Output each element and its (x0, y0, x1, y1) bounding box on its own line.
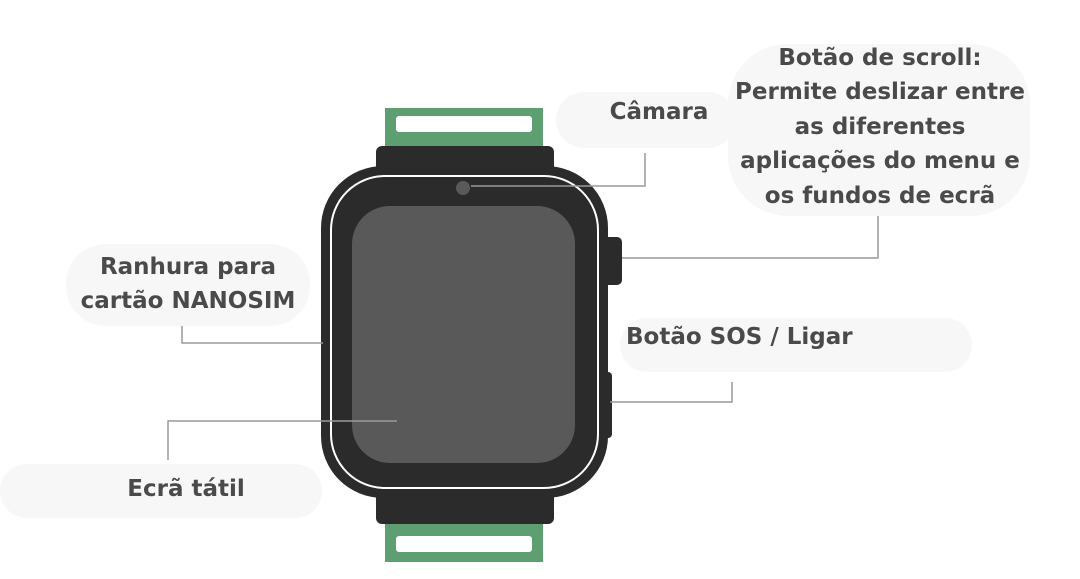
touch-screen (352, 206, 575, 463)
sim-slot-label-2: cartão NANOSIM (80, 288, 296, 314)
sim-slot-label-1: Ranhura para (99, 254, 277, 280)
camera-label: Câmara (609, 99, 709, 125)
scroll-label-bg (728, 44, 1030, 216)
scroll-button-desc-3: aplicações do menu e (740, 148, 1020, 174)
sim-label-bg (66, 244, 310, 326)
case-outline (330, 175, 599, 489)
leader-lines (167, 153, 879, 460)
camera-leader (471, 153, 646, 187)
scroll-button-desc-4: os fundos de ecrã (764, 183, 996, 209)
camera-label-bg (556, 92, 736, 148)
touch-label-bg (0, 464, 322, 518)
scroll-button-desc-1: Permite deslizar entre (735, 79, 1025, 105)
scroll-button-desc-2: as diferentes (794, 114, 966, 140)
sos-label-bg (620, 318, 972, 372)
touch-leader (167, 420, 397, 460)
sim-leader (181, 326, 323, 344)
sos-button-label: Botão SOS / Ligar (626, 324, 853, 350)
camera-icon (456, 181, 470, 195)
touchscreen-label: Ecrã tátil (127, 476, 245, 502)
scroll-leader (622, 216, 879, 259)
sos-leader (610, 382, 733, 403)
scroll-button-title: Botão de scroll: (778, 45, 982, 71)
